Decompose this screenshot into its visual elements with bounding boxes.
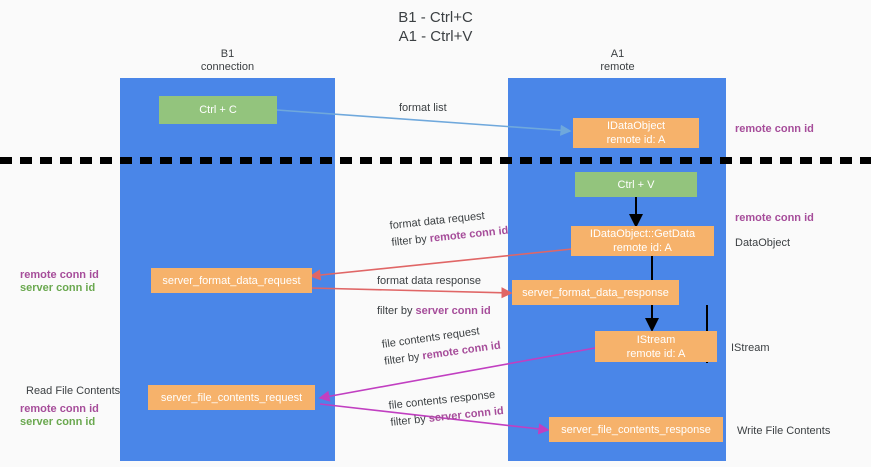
node-idataobject-getdata[interactable]: IDataObject::GetData remote id: A [571, 226, 714, 256]
node-server-format-data-request[interactable]: server_format_data_request [151, 268, 312, 293]
node-idataobject[interactable]: IDataObject remote id: A [573, 118, 699, 148]
node-server-format-data-response-label: server_format_data_response [522, 286, 669, 299]
node-server-format-data-response[interactable]: server_format_data_response [512, 280, 679, 305]
node-getdata-sub: remote id: A [613, 242, 672, 254]
column-header-b1-name: B1 [220, 48, 235, 60]
page-title: B1 - Ctrl+C A1 - Ctrl+V [398, 9, 473, 45]
node-ctrl-v-label: Ctrl + V [617, 178, 655, 191]
annotation-left-remote-conn-id-mid: remote conn id [20, 269, 99, 281]
node-server-file-contents-response[interactable]: server_file_contents_response [549, 417, 723, 442]
node-ctrl-v[interactable]: Ctrl + V [575, 172, 697, 197]
edge-label-format-list: format list [399, 102, 447, 114]
annotation-write-file-contents: Write File Contents [737, 425, 831, 437]
edge-label-format-data-request-filter-key: remote conn id [429, 224, 509, 245]
annotation-istream: IStream [731, 342, 770, 354]
edge-label-format-data-request-group: format data request filter by remote con… [389, 207, 509, 251]
annotation-dataobject: DataObject [735, 237, 791, 249]
node-ctrl-c-label: Ctrl + C [199, 104, 237, 116]
column-header-b1: B1 connection [150, 48, 305, 74]
node-istream-label: IStream [636, 333, 676, 346]
edge-label-file-contents-request-group: file contents request filter by remote c… [381, 322, 502, 370]
node-idataobject-sub: remote id: A [606, 134, 666, 146]
edge-label-file-contents-request-filter-prefix: filter by [383, 350, 424, 368]
node-server-file-contents-request-label: server_file_contents_request [160, 391, 303, 404]
node-ctrl-c[interactable]: Ctrl + C [159, 96, 277, 124]
edge-label-file-contents-response-group: file contents response filter by server … [388, 387, 504, 431]
edge-label-file-contents-response-filter-key: server conn id [428, 405, 505, 425]
node-server-file-contents-response-label: server_file_contents_response [561, 423, 711, 436]
annotation-left-server-conn-id-mid: server conn id [20, 282, 96, 294]
node-idataobject-label: IDataObject [606, 120, 666, 132]
edge-label-format-data-response-group: format data response filter by server co… [377, 274, 491, 319]
column-header-a1: A1 remote [540, 48, 695, 74]
annotation-left-server-conn-id-bottom: server conn id [20, 416, 96, 428]
edge-label-format-data-request-filter-prefix: filter by [390, 232, 431, 249]
column-header-a1-name: A1 [610, 48, 625, 60]
node-server-file-contents-request[interactable]: server_file_contents_request [148, 385, 315, 410]
phase-divider [0, 157, 871, 164]
edge-label-format-data-response-filter-prefix: filter by [377, 305, 416, 317]
edge-label-format-data-response: format data response [377, 275, 481, 287]
node-istream[interactable]: IStream remote id: A [595, 331, 717, 362]
node-getdata-label: IDataObject::GetData [589, 228, 696, 240]
annotation-read-file-contents: Read File Contents [26, 385, 121, 397]
column-header-a1-role: remote [600, 61, 635, 73]
annotation-remote-conn-id-top: remote conn id [735, 123, 814, 135]
column-header-b1-role: connection [200, 61, 255, 73]
annotation-remote-conn-id-mid: remote conn id [735, 212, 814, 224]
edge-label-file-contents-response-filter-prefix: filter by [389, 412, 430, 429]
node-server-format-data-request-label: server_format_data_request [162, 274, 301, 287]
edge-label-format-data-response-filter-key: server conn id [415, 305, 491, 317]
node-istream-sub: remote id: A [626, 347, 686, 360]
annotation-left-remote-conn-id-bottom: remote conn id [20, 403, 99, 415]
